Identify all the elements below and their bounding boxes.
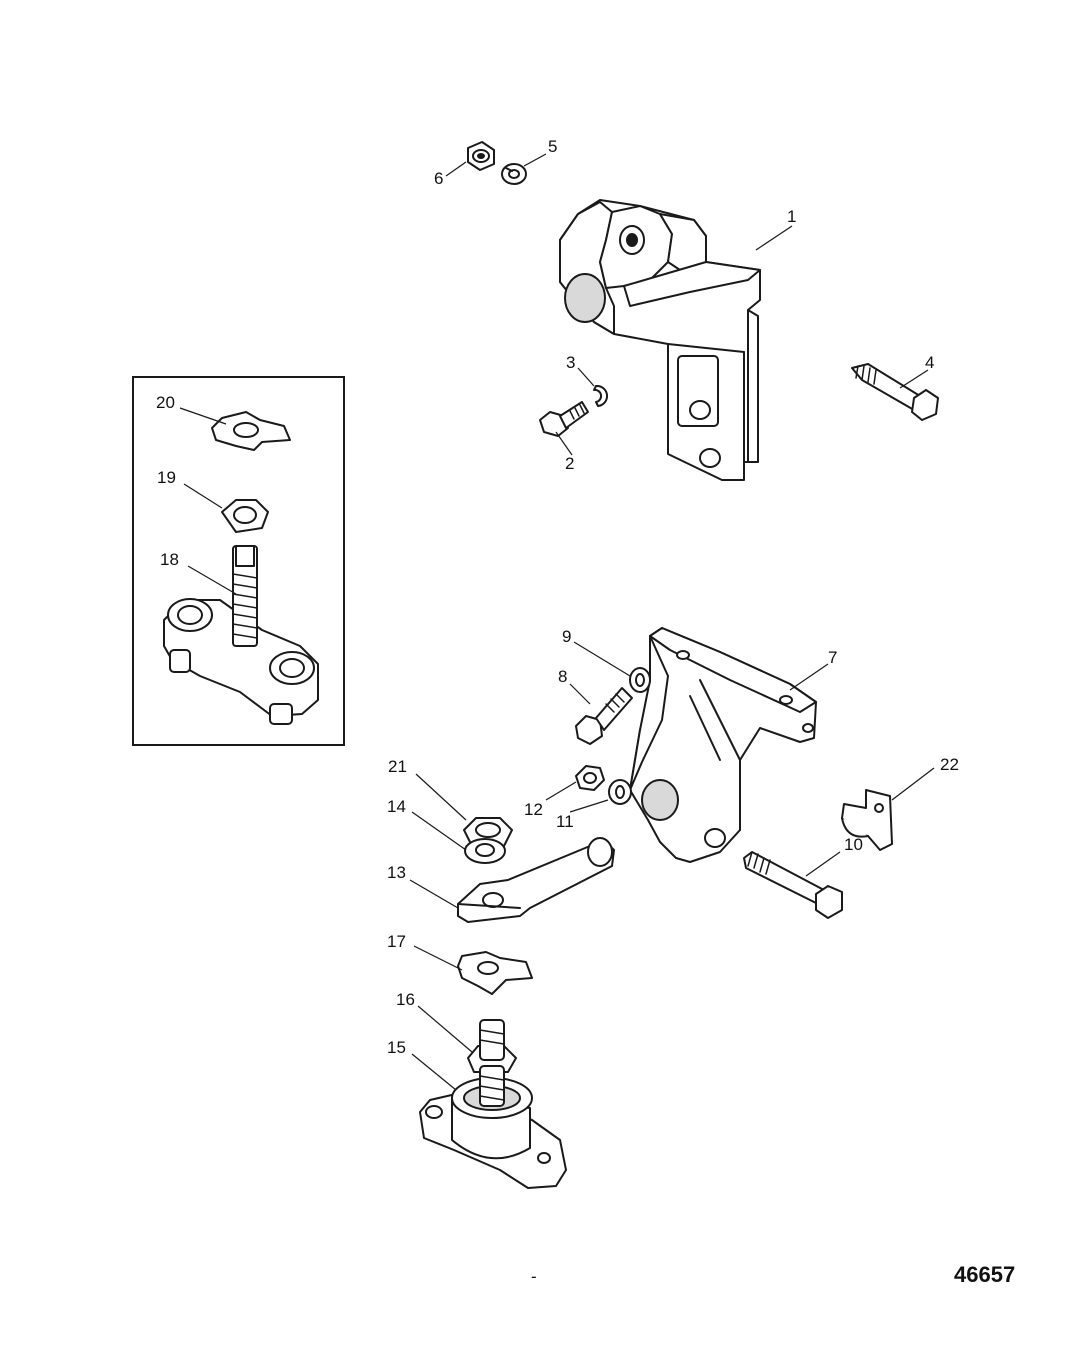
- callout-11: 11: [556, 812, 574, 831]
- callout-16: 16: [396, 990, 415, 1009]
- part-10-bolt: [743, 851, 843, 919]
- callout-8: 8: [558, 667, 567, 686]
- callout-15: 15: [387, 1038, 406, 1057]
- inset-frame: [132, 376, 345, 746]
- part-18-stud-assembly: [163, 545, 319, 725]
- part-17-star-washer: [457, 951, 533, 995]
- callout-12: 12: [524, 800, 543, 819]
- callout-9: 9: [562, 627, 571, 646]
- callout-6: 6: [434, 169, 443, 188]
- part-2-bolt: [539, 401, 589, 437]
- part-3-snap-ring: [593, 384, 608, 407]
- callout-2: 2: [565, 454, 574, 473]
- part-11-lockwasher: [608, 779, 632, 805]
- callout-18: 18: [160, 550, 179, 569]
- part-4-bolt: [851, 363, 939, 421]
- part-5-lockwasher: [501, 163, 527, 185]
- leader-lines: [179, 153, 935, 1091]
- callout-22: 22: [940, 755, 959, 774]
- callout-21: 21: [388, 757, 407, 776]
- callout-20: 20: [156, 393, 175, 412]
- callout-1: 1: [787, 207, 796, 226]
- part-7-mount-bracket: [629, 627, 817, 863]
- part-8-bolt: [575, 687, 633, 745]
- callout-17: 17: [387, 932, 406, 951]
- part-6-nut: [467, 141, 495, 171]
- part-14-lockwasher: [464, 838, 506, 864]
- part-1-bracket: [559, 199, 761, 481]
- callout-4: 4: [925, 353, 934, 372]
- callout-14: 14: [387, 797, 406, 816]
- small-mark: -: [531, 1267, 537, 1286]
- callout-labels: 1 2 3 4 5 6 7 8 9 10 11 12 13 14 15 16 1…: [156, 137, 959, 1057]
- part-22-clip: [841, 789, 893, 851]
- callout-7: 7: [828, 648, 837, 667]
- callout-10: 10: [844, 835, 863, 854]
- part-13-link: [457, 837, 615, 923]
- callout-19: 19: [157, 468, 176, 487]
- part-20-star-washer: [211, 411, 291, 451]
- figure-number: 46657: [954, 1262, 1015, 1287]
- part-19-nut: [221, 499, 269, 533]
- callout-3: 3: [566, 353, 575, 372]
- part-21-nut: [463, 817, 513, 847]
- callout-5: 5: [548, 137, 557, 156]
- callout-13: 13: [387, 863, 406, 882]
- part-9-lockwasher: [629, 667, 651, 693]
- part-12-nut: [575, 765, 605, 791]
- part-16-nut-and-stud: [467, 1019, 517, 1107]
